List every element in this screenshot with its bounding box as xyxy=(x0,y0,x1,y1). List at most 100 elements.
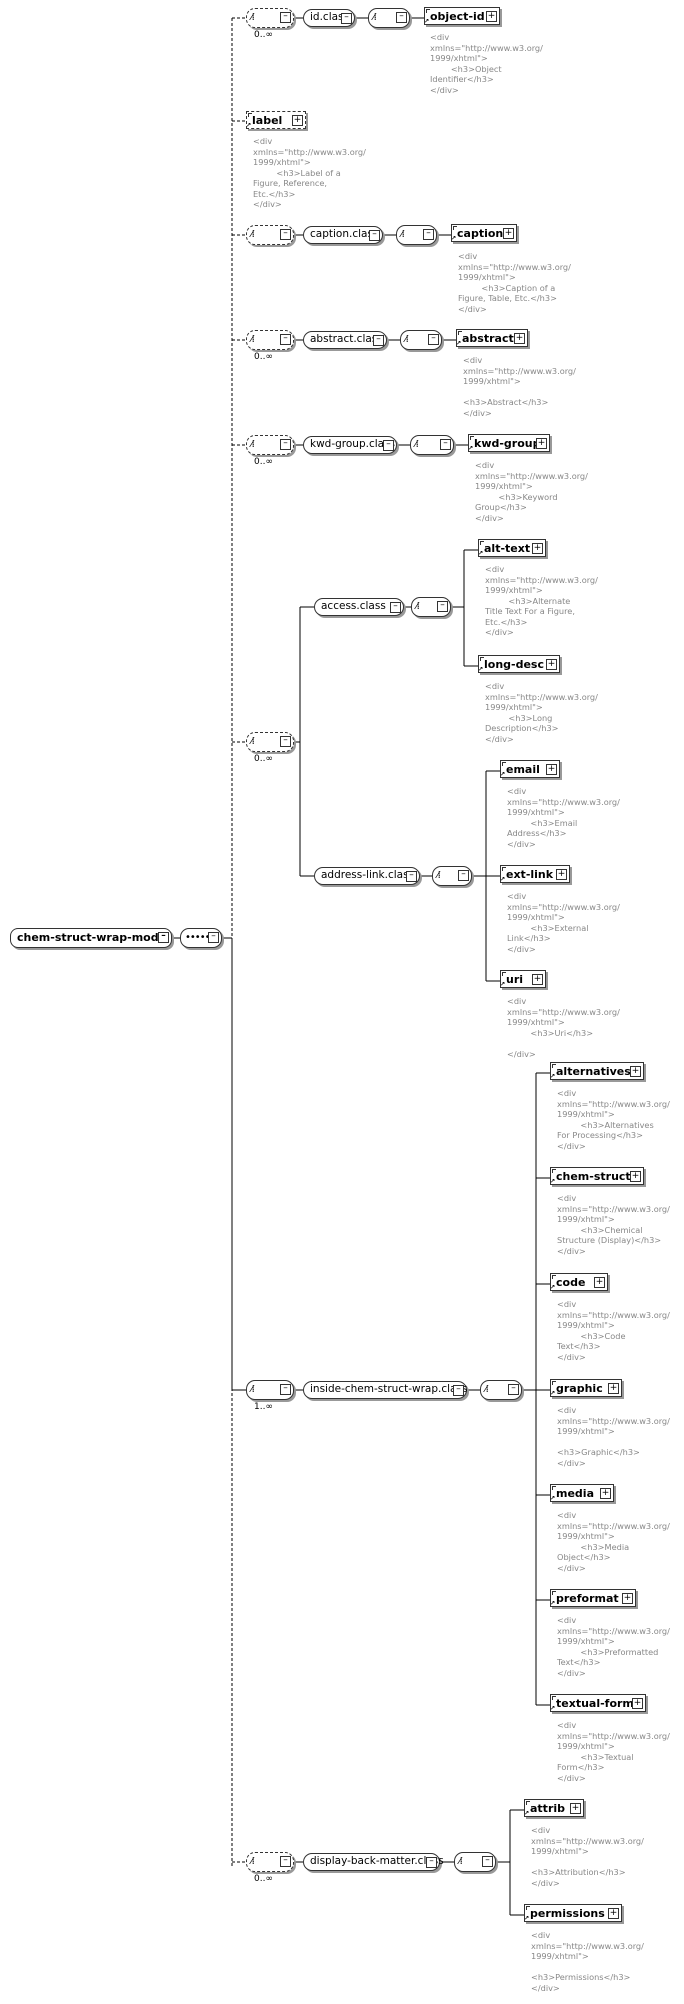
expand-icon[interactable]: + xyxy=(546,764,557,775)
collapse-icon[interactable]: – xyxy=(440,439,451,450)
collapse-icon[interactable]: – xyxy=(423,229,434,240)
element-graphic[interactable]: graphic+↗ xyxy=(550,1379,622,1397)
element-abstract[interactable]: abstract+↗ xyxy=(456,329,528,347)
collapse-icon[interactable]: – xyxy=(280,229,291,240)
element-caption[interactable]: caption+↗ xyxy=(451,224,517,242)
expand-icon[interactable]: + xyxy=(514,333,525,344)
choice-compositor[interactable]: ⁄⁞ – xyxy=(454,1852,496,1872)
collapse-icon[interactable]: – xyxy=(158,932,169,943)
collapse-icon[interactable]: – xyxy=(482,1856,493,1867)
choice-compositor[interactable]: ⁄⁞– xyxy=(246,732,294,752)
collapse-icon[interactable]: – xyxy=(406,871,417,882)
element-code[interactable]: code+↗ xyxy=(550,1273,608,1291)
choice-compositor[interactable]: ⁄⁞– xyxy=(410,435,454,455)
expand-icon[interactable]: + xyxy=(600,1488,611,1499)
choice-icon: ⁄⁞ xyxy=(459,1856,463,1867)
expand-icon[interactable]: + xyxy=(532,543,543,554)
expand-icon[interactable]: + xyxy=(536,438,547,449)
group-abstract-class[interactable]: abstract.class– xyxy=(303,331,387,349)
collapse-icon[interactable]: – xyxy=(453,1385,464,1396)
element-ext-link[interactable]: ext-link+↗ xyxy=(500,865,570,883)
sequence-compositor[interactable]: •••••– xyxy=(180,928,222,948)
collapse-icon[interactable]: – xyxy=(280,439,291,450)
expand-icon[interactable]: + xyxy=(570,1803,581,1814)
element-alt-text[interactable]: alt-text+↗ xyxy=(478,539,546,557)
group-access-class[interactable]: access.class– xyxy=(314,598,404,616)
element-kwd-group[interactable]: kwd-group+↗ xyxy=(468,434,550,452)
expand-icon[interactable]: + xyxy=(632,1698,643,1709)
expand-icon[interactable]: + xyxy=(630,1171,641,1182)
collapse-icon[interactable]: – xyxy=(390,602,401,613)
collapse-icon[interactable]: – xyxy=(280,736,291,747)
collapse-icon[interactable]: – xyxy=(208,932,219,943)
collapse-icon[interactable]: – xyxy=(280,1384,291,1395)
choice-compositor[interactable]: ⁄⁞– xyxy=(400,330,442,350)
expand-icon[interactable]: + xyxy=(546,659,557,670)
element-object-id[interactable]: object-id+↗ xyxy=(424,7,500,25)
collapse-icon[interactable]: – xyxy=(383,440,394,451)
expand-icon[interactable]: + xyxy=(622,1593,633,1604)
doc-attrib: <div xmlns="http://www.w3.org/ 1999/xhtm… xyxy=(531,1825,644,1888)
choice-compositor[interactable]: ⁄⁞ – xyxy=(246,435,294,455)
choice-icon: ⁄⁞ xyxy=(251,1856,255,1867)
expand-icon[interactable]: + xyxy=(556,869,567,880)
element-preformat[interactable]: preformat+↗ xyxy=(550,1589,636,1607)
element-long-desc[interactable]: long-desc+↗ xyxy=(478,655,560,673)
choice-compositor[interactable]: ⁄⁞– xyxy=(246,8,294,28)
group-label: display-back-matter.class xyxy=(310,1855,444,1867)
sequence-compositor[interactable]: ⁄⁞– xyxy=(396,225,437,245)
collapse-icon[interactable]: – xyxy=(280,1856,291,1867)
collapse-icon[interactable]: – xyxy=(458,870,469,881)
element-uri[interactable]: uri+↗ xyxy=(500,970,546,988)
expand-icon[interactable]: + xyxy=(608,1383,619,1394)
collapse-icon[interactable]: – xyxy=(428,334,439,345)
element-attrib[interactable]: attrib+↗ xyxy=(524,1799,584,1817)
choice-compositor[interactable]: ⁄⁞– xyxy=(246,225,294,245)
choice-compositor[interactable]: ⁄⁞– xyxy=(368,8,410,28)
element-textual-form[interactable]: textual-form+↗ xyxy=(550,1694,646,1712)
group-id-class[interactable]: id.class– xyxy=(303,9,355,27)
element-alternatives[interactable]: alternatives+↗ xyxy=(550,1062,644,1080)
group-inside-chem-struct-wrap-class[interactable]: inside-chem-struct-wrap.class– xyxy=(303,1381,467,1399)
group-kwd-group-class[interactable]: kwd-group.class– xyxy=(303,436,397,454)
choice-icon: ⁄⁞ xyxy=(416,601,420,612)
collapse-icon[interactable]: – xyxy=(369,230,380,241)
collapse-icon[interactable]: – xyxy=(280,12,291,23)
element-label: graphic xyxy=(556,1382,603,1395)
expand-icon[interactable]: + xyxy=(532,974,543,985)
group-address-link-class[interactable]: address-link.class– xyxy=(314,867,420,885)
choice-compositor[interactable]: ⁄⁞ – xyxy=(246,1852,294,1872)
choice-compositor[interactable]: ⁄⁞– xyxy=(246,330,294,350)
expand-icon[interactable]: + xyxy=(594,1277,605,1288)
element-chem-struct[interactable]: chem-struct+↗ xyxy=(550,1167,644,1185)
element-label: abstract xyxy=(462,332,514,345)
collapse-icon[interactable]: – xyxy=(373,335,384,346)
root-element[interactable]: chem-struct-wrap-model– xyxy=(10,928,172,948)
element-email[interactable]: email+↗ xyxy=(500,760,560,778)
group-display-back-matter-class[interactable]: display-back-matter.class– xyxy=(303,1853,444,1871)
expand-icon[interactable]: + xyxy=(630,1066,641,1077)
expand-icon[interactable]: + xyxy=(292,115,303,126)
element-media[interactable]: media+↗ xyxy=(550,1484,614,1502)
sequence-icon: ••••• xyxy=(185,932,210,943)
choice-compositor[interactable]: ⁄⁞– xyxy=(246,1380,294,1400)
collapse-icon[interactable]: – xyxy=(426,1857,437,1868)
expand-icon[interactable]: + xyxy=(486,11,497,22)
expand-icon[interactable]: + xyxy=(503,228,514,239)
collapse-icon[interactable]: – xyxy=(437,601,448,612)
group-label: caption.class xyxy=(310,228,379,240)
doc-abstract: <div xmlns="http://www.w3.org/ 1999/xhtm… xyxy=(463,355,576,418)
collapse-icon[interactable]: – xyxy=(508,1384,519,1395)
element-label: object-id xyxy=(430,10,485,23)
collapse-icon[interactable]: – xyxy=(280,334,291,345)
element-label[interactable]: label+↗ xyxy=(246,111,306,129)
choice-compositor[interactable]: ⁄⁞– xyxy=(480,1380,522,1400)
expand-icon[interactable]: + xyxy=(608,1908,619,1919)
element-permissions[interactable]: permissions+↗ xyxy=(524,1904,622,1922)
group-caption-class[interactable]: caption.class– xyxy=(303,226,383,244)
choice-compositor[interactable]: ⁄⁞ – xyxy=(411,597,451,617)
collapse-icon[interactable]: – xyxy=(396,12,407,23)
choice-compositor[interactable]: ⁄⁞– xyxy=(432,866,472,886)
choice-icon: ⁄⁞ xyxy=(251,439,255,450)
collapse-icon[interactable]: – xyxy=(341,13,352,24)
